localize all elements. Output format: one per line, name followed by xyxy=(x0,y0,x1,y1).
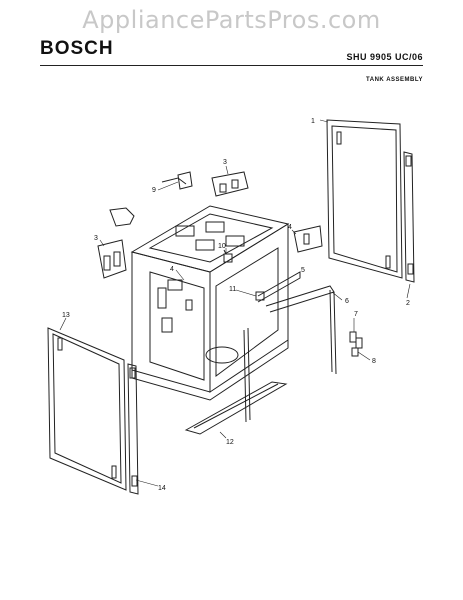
callout-1: 1 xyxy=(311,118,315,125)
callout-6: 6 xyxy=(345,298,349,305)
callout-3-top: 3 xyxy=(223,159,227,166)
callout-4-right: 4 xyxy=(288,224,292,231)
callout-8: 8 xyxy=(372,358,376,365)
part-3-hinge-left xyxy=(97,239,127,279)
callout-11: 11 xyxy=(229,286,236,293)
tank-body xyxy=(130,205,290,401)
callout-7: 7 xyxy=(354,311,358,318)
part-1-side-panel xyxy=(326,119,403,279)
callout-13: 13 xyxy=(62,312,70,319)
callout-5: 5 xyxy=(301,267,305,274)
part-7-fasteners xyxy=(349,331,363,349)
callout-12: 12 xyxy=(226,439,234,446)
brand-logo: BOSCH xyxy=(40,38,114,59)
part-10-fitting xyxy=(223,249,233,263)
part-9-brackets xyxy=(109,171,193,227)
header-divider xyxy=(40,65,423,66)
part-12-bottom-rail xyxy=(184,381,288,435)
part-2-side-trim xyxy=(403,151,415,283)
part-14-side-trim xyxy=(127,363,139,495)
watermark: AppliancePartsPros.com xyxy=(82,6,381,34)
callout-4-mid: 4 xyxy=(170,266,174,273)
callout-3-left: 3 xyxy=(94,235,98,242)
part-13-side-panel xyxy=(47,327,127,491)
part-3-hinge-top xyxy=(211,171,249,197)
callout-10: 10 xyxy=(218,243,226,250)
section-title: TANK ASSEMBLY xyxy=(366,77,423,83)
model-number: SHU 9905 UC/06 xyxy=(346,52,423,62)
leader-lines xyxy=(59,119,411,487)
part-6-rail xyxy=(265,285,337,375)
callout-2: 2 xyxy=(406,300,410,307)
callout-labels: 1 2 3 3 4 4 5 6 7 8 9 10 11 12 13 14 xyxy=(62,118,410,492)
callout-9: 9 xyxy=(152,187,156,194)
part-8-fastener xyxy=(351,347,359,357)
part-4-clip-right xyxy=(293,225,323,253)
callout-14: 14 xyxy=(158,485,166,492)
